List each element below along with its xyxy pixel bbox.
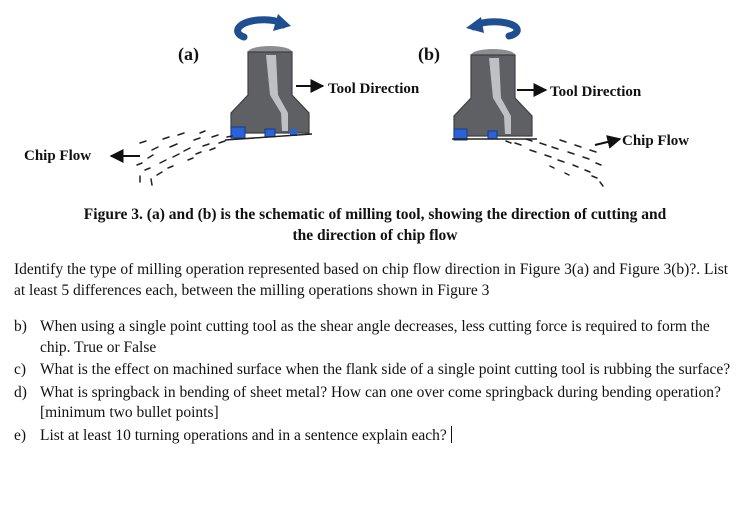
list-item: d) What is springback in bending of sheet… xyxy=(14,383,739,424)
list-marker: e) xyxy=(14,426,27,444)
list-item: e) List at least 10 turning operations an… xyxy=(14,425,739,447)
text-cursor[interactable] xyxy=(450,425,452,443)
rotation-arrow-icon-b xyxy=(466,17,521,40)
figure-caption: Figure 3. (a) and (b) is the schematic o… xyxy=(0,204,750,246)
tool-b-group: (b) Tool Direction xyxy=(418,17,689,187)
milling-tool-b xyxy=(453,49,533,141)
tool-direction-label-b: Tool Direction xyxy=(550,84,642,100)
list-marker: c) xyxy=(14,361,27,378)
label-b: (b) xyxy=(418,44,440,65)
list-item-text: What is springback in bending of sheet m… xyxy=(40,383,721,422)
list-item: c) What is the effect on machined surface… xyxy=(14,360,739,381)
question-text: Identify the type of milling operation r… xyxy=(14,261,729,299)
list-item-text: What is the effect on machined surface w… xyxy=(40,361,731,378)
chip-flow-label-a: Chip Flow xyxy=(24,148,91,164)
chip-flow-label-b: Chip Flow xyxy=(622,133,689,149)
tool-a-group: (a) Tool Direction xyxy=(24,14,420,186)
chip-stream-b xyxy=(505,138,604,187)
list-item-text: List at least 10 turning operations and … xyxy=(40,426,447,444)
caption-line-1: Figure 3. (a) and (b) is the schematic o… xyxy=(83,206,667,223)
tool-direction-label-a: Tool Direction xyxy=(328,81,420,97)
list-marker: b) xyxy=(14,318,27,335)
rotation-arrow-icon-a xyxy=(234,14,291,41)
list-item-text: When using a single point cutting tool a… xyxy=(40,318,710,356)
milling-tool-a xyxy=(230,46,310,139)
label-a: (a) xyxy=(178,44,199,65)
question-parts-list: b) When using a single point cutting tool… xyxy=(14,317,739,448)
list-item: b) When using a single point cutting tool… xyxy=(14,317,739,358)
list-marker: d) xyxy=(14,383,27,401)
chip-stream-a xyxy=(136,130,233,186)
caption-line-2: the direction of chip flow xyxy=(292,227,458,244)
milling-tool-figure: (a) Tool Direction xyxy=(24,14,689,187)
